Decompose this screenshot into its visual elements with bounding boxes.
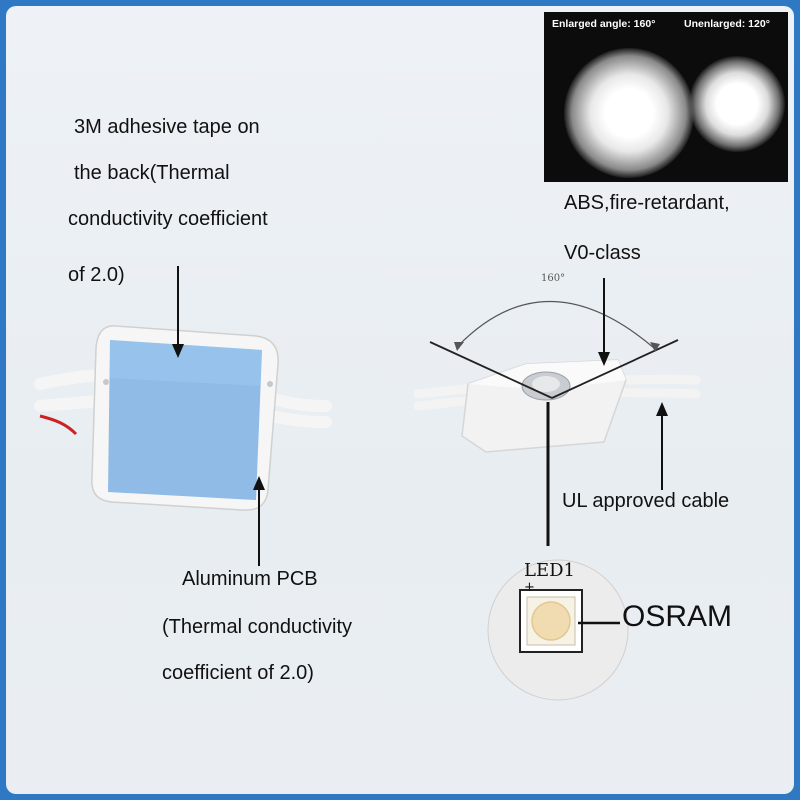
adhesive-line-3: conductivity coefficient: [68, 208, 268, 230]
beam-angle-indicator: [429, 300, 679, 399]
pcb-line-2: (Thermal conductivity: [162, 616, 353, 638]
unenlarged-angle-caption: Unenlarged: 120°: [684, 18, 770, 30]
adhesive-arrow: [172, 266, 184, 358]
beam-angle-photo: Enlarged angle: 160° Unenlarged: 120°: [544, 12, 788, 182]
cable-label: UL approved cable: [562, 490, 730, 512]
adhesive-line-1: 3M adhesive tape on: [74, 116, 260, 138]
angle-label: 160°: [541, 273, 565, 284]
cable-arrow: [656, 402, 668, 490]
right-led-module: [413, 359, 701, 453]
enlarged-angle-caption: Enlarged angle: 160°: [552, 18, 656, 30]
abs-arrow: [598, 278, 610, 366]
pcb-line-3: coefficient of 2.0): [162, 662, 314, 684]
led-marking: LED1: [524, 560, 575, 581]
led-polarity: +: [524, 580, 535, 595]
abs-line-2: V0-class: [564, 242, 641, 264]
unenlarged-beam-glow: [689, 56, 785, 152]
osram-brand: OSRAM: [622, 600, 733, 633]
led-closeup: [487, 559, 629, 701]
abs-line-1: ABS,fire-retardant,: [564, 192, 730, 214]
pcb-arrow: [253, 476, 265, 566]
left-led-module: [34, 325, 332, 511]
enlarged-beam-glow: [564, 48, 694, 178]
led-chip: [532, 602, 570, 640]
product-infographic: Enlarged angle: 160° Unenlarged: 120°: [6, 6, 794, 794]
product-drawing: 160° LED1 +: [34, 266, 701, 701]
pcb-line-1: Aluminum PCB: [182, 568, 318, 590]
adhesive-line-2: the back(Thermal: [74, 162, 230, 184]
adhesive-line-4: of 2.0): [68, 264, 125, 286]
